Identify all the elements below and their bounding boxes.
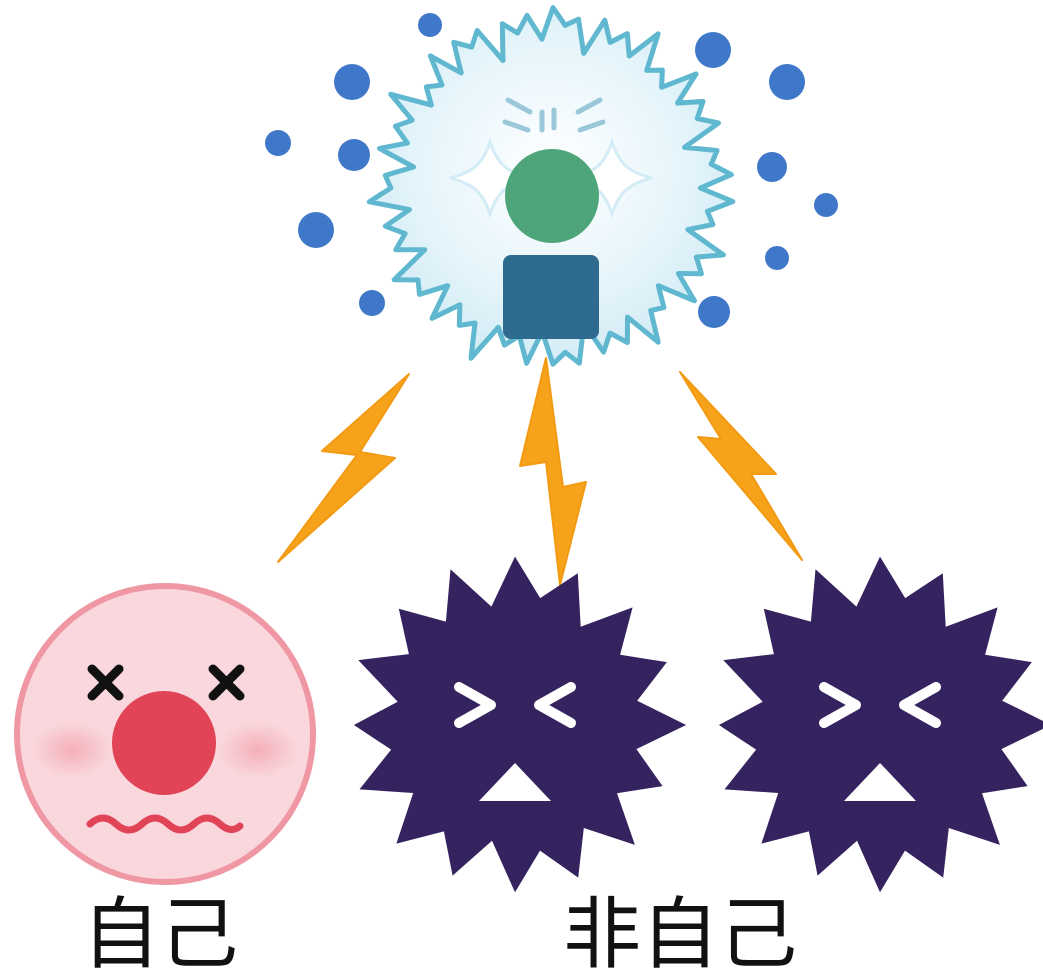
granule-dot-icon (695, 32, 731, 68)
pathogen-body (353, 556, 687, 893)
squint-eyes-icon (454, 682, 576, 728)
pathogen-icon (718, 556, 1043, 893)
granule-dots (265, 13, 838, 328)
wavy-mouth-icon (86, 814, 244, 834)
dizzy-eyes-icon (87, 664, 245, 701)
granule-dot-icon (418, 13, 442, 37)
granule-dot-icon (698, 296, 730, 328)
immune-nucleus (505, 149, 599, 243)
immune-body-block (503, 255, 599, 339)
immune-cell-icon (366, 5, 736, 367)
cheek-blush (32, 722, 112, 778)
shouting-mouth-icon (844, 763, 916, 801)
granule-dot-icon (814, 193, 838, 217)
self-nucleus (112, 691, 216, 795)
granule-dot-icon (359, 290, 385, 316)
squint-eyes-icon (819, 682, 941, 728)
non-self-label: 非自己 (562, 890, 797, 980)
cheek-blush (218, 722, 298, 778)
lightning-icon (679, 371, 803, 561)
granule-dot-icon (769, 64, 805, 100)
attack-lightning (277, 357, 803, 586)
granule-dot-icon (757, 152, 787, 182)
granule-dot-icon (265, 130, 291, 156)
shouting-mouth-icon (479, 763, 551, 801)
granule-dot-icon (298, 212, 334, 248)
lightning-icon (277, 373, 410, 563)
pathogen-icon (353, 556, 687, 893)
granule-dot-icon (765, 246, 789, 270)
angry-eyebrows-icon (502, 97, 606, 133)
lightning-icon (519, 357, 587, 586)
granule-dot-icon (338, 139, 370, 171)
granule-dot-icon (334, 64, 370, 100)
self-cell-icon (14, 583, 316, 885)
self-label: 自己 (81, 890, 238, 980)
pathogen-body (718, 556, 1043, 893)
